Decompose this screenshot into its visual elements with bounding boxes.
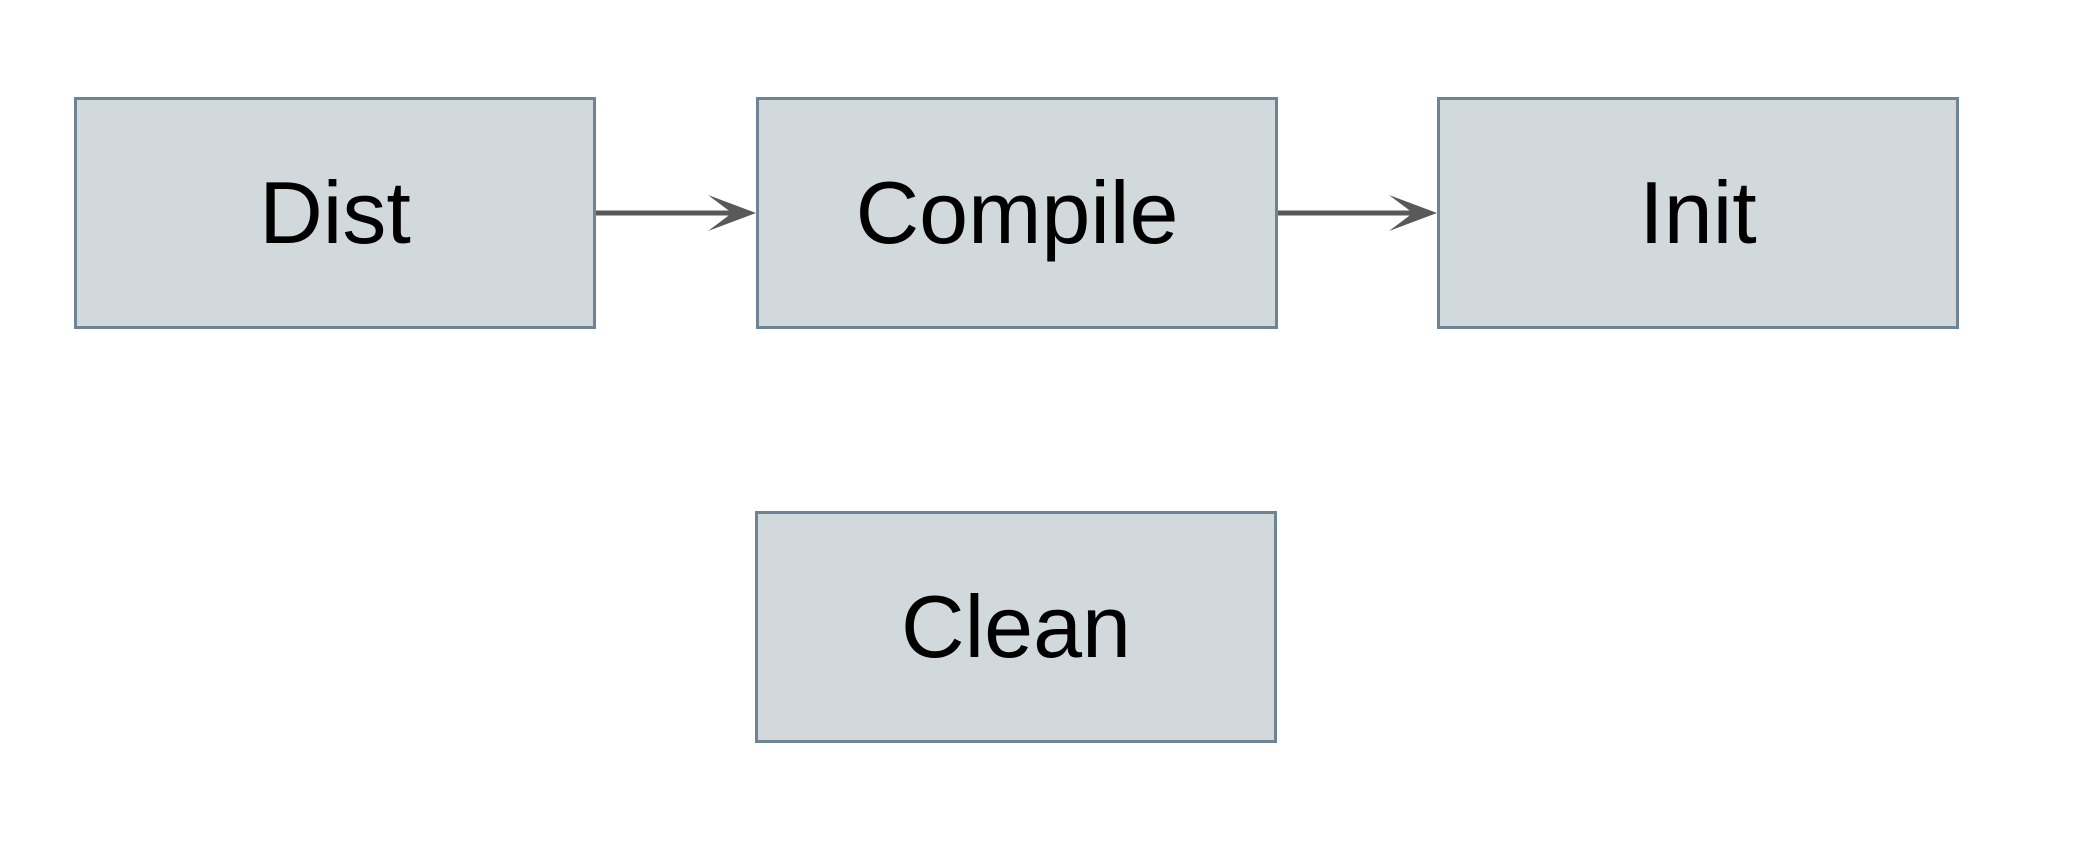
arrow-dist-to-compile xyxy=(596,195,756,231)
node-dist: Dist xyxy=(74,97,596,329)
node-compile: Compile xyxy=(756,97,1278,329)
node-clean: Clean xyxy=(755,511,1277,743)
node-dist-label: Dist xyxy=(259,163,411,262)
node-init: Init xyxy=(1437,97,1959,329)
node-compile-label: Compile xyxy=(855,163,1179,262)
node-clean-label: Clean xyxy=(901,577,1131,676)
node-init-label: Init xyxy=(1639,163,1757,262)
arrow-compile-to-init xyxy=(1278,195,1437,231)
